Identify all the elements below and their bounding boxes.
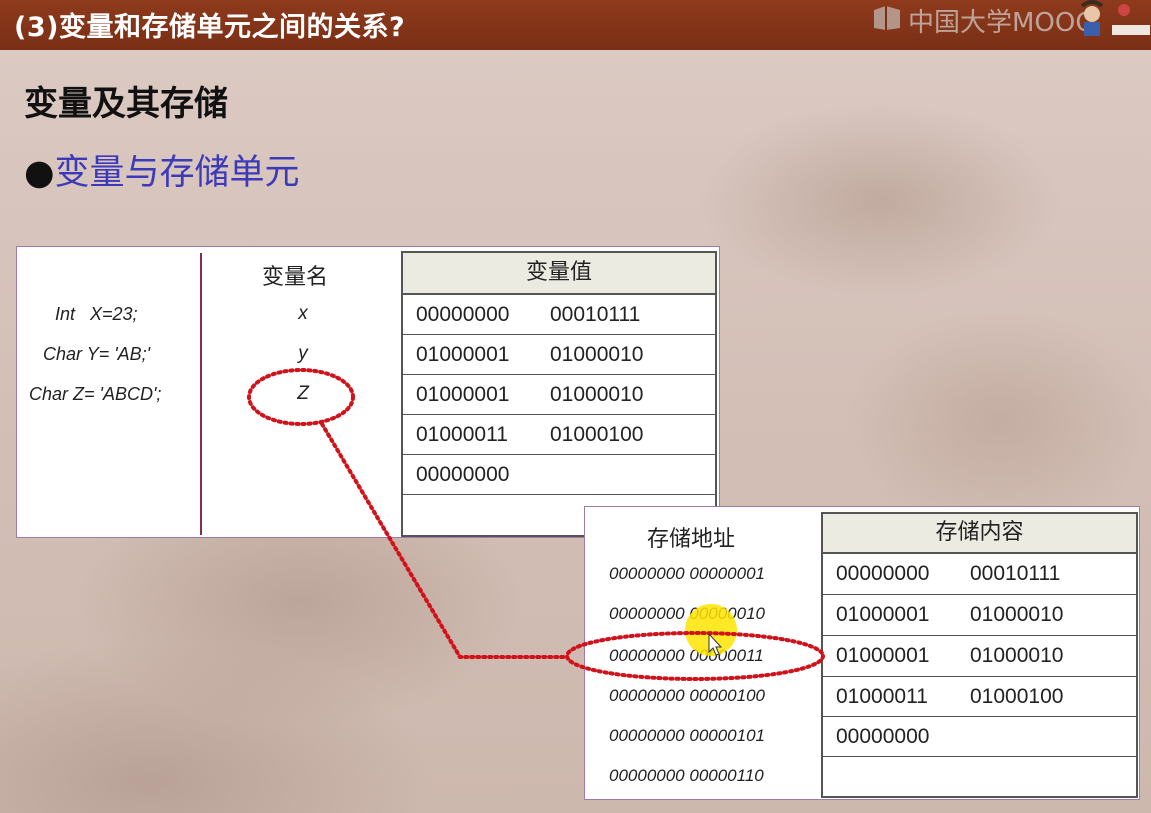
value-byte-high: 01000011 [416, 423, 508, 446]
table-row: 00000000 00010111 [823, 554, 1136, 595]
table-row: 01000011 01000100 [403, 415, 715, 455]
variable-name-z: Z [297, 383, 309, 404]
column-divider [200, 253, 202, 535]
content-byte-low: 00010111 [970, 562, 1061, 585]
content-byte-high: 01000011 [836, 685, 928, 708]
variable-name-x: x [298, 303, 308, 324]
table-row [823, 757, 1136, 798]
content-byte-high: 00000000 [836, 725, 930, 748]
bullet-item: ●变量与存储单元 [24, 144, 300, 195]
content-byte-high: 00000000 [836, 562, 930, 585]
address-header: 存储地址 [647, 527, 736, 552]
value-byte-high: 01000001 [416, 383, 510, 406]
memory-content-table: 存储内容 00000000 00010111 01000001 01000010… [821, 512, 1138, 798]
memory-address: 00000000 00000110 [609, 766, 764, 785]
table-row: 01000011 01000100 [823, 677, 1136, 717]
cartoon-mascot-icon [1080, 0, 1150, 36]
content-byte-low: 01000100 [970, 685, 1064, 708]
variables-panel: Int X=23; Char Y= 'AB;' Char Z= 'ABCD'; … [16, 246, 720, 538]
value-byte-low: 01000010 [550, 343, 644, 366]
declaration-z: Char Z= 'ABCD'; [29, 384, 162, 404]
memory-panel: 存储地址 00000000 00000001 00000000 00000010… [584, 506, 1140, 800]
value-byte-low: 00010111 [550, 303, 641, 326]
table-row: 00000000 00010111 [403, 295, 715, 335]
value-byte-low: 01000100 [550, 423, 644, 446]
content-byte-high: 01000001 [836, 644, 930, 667]
memory-address: 00000000 00000011 [609, 646, 764, 665]
table-row: 00000000 [823, 717, 1136, 757]
table-row: 01000001 01000010 [823, 595, 1136, 636]
memory-address: 00000000 00000010 [609, 604, 765, 623]
section-heading: 变量及其存储 [24, 84, 228, 124]
variable-value-header: 变量值 [403, 253, 715, 295]
value-byte-high: 00000000 [416, 303, 510, 326]
table-row: 01000001 01000010 [403, 375, 715, 415]
memory-address: 00000000 00000001 [609, 564, 765, 583]
declaration-x: Int X=23; [55, 304, 138, 324]
variable-name-y: y [298, 343, 308, 364]
table-row: 01000001 01000010 [823, 636, 1136, 677]
value-byte-high: 00000000 [416, 463, 510, 486]
memory-content-header: 存储内容 [823, 514, 1136, 554]
value-byte-high: 01000001 [416, 343, 510, 366]
slide-title: (3)变量和存储单元之间的关系? [14, 12, 406, 43]
variable-name-header: 变量名 [262, 265, 329, 290]
table-row: 01000001 01000010 [403, 335, 715, 375]
content-byte-high: 01000001 [836, 603, 930, 626]
content-byte-low: 01000010 [970, 644, 1064, 667]
bullet-dot: ● [24, 153, 55, 193]
title-bar: (3)变量和存储单元之间的关系? 中国大学MOOC [0, 0, 1151, 50]
variable-value-table: 变量值 00000000 00010111 01000001 01000010 … [401, 251, 717, 537]
bullet-text: 变量与存储单元 [54, 153, 300, 193]
content-byte-low: 01000010 [970, 603, 1064, 626]
declaration-y: Char Y= 'AB;' [43, 344, 151, 364]
logo-mark-icon [874, 6, 900, 30]
logo-text: 中国大学MOOC [908, 8, 1094, 38]
memory-address: 00000000 00000100 [609, 686, 765, 705]
table-row: 00000000 [403, 455, 715, 495]
value-byte-low: 01000010 [550, 383, 644, 406]
memory-address: 00000000 00000101 [609, 726, 765, 745]
